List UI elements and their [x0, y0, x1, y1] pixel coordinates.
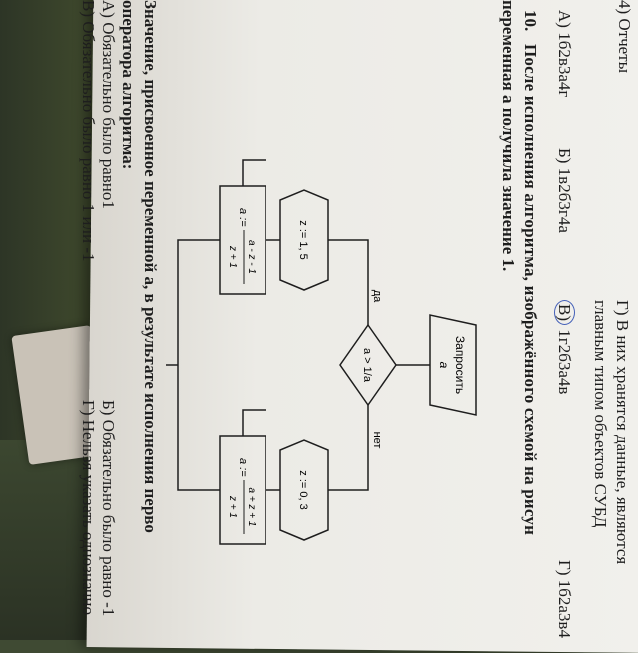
- page-content: 4) Отчеты Г) В них хранятся данные, явля…: [78, 0, 638, 640]
- condition-diamond: [339, 323, 397, 407]
- prev-answer-v-text: 1г2б3а4в: [555, 325, 574, 395]
- prompt-line2: оператора алгоритма:: [119, 0, 138, 170]
- flowchart-assignments: a := a - z - 1 z + 1 a := a + z + 1 z + …: [166, 159, 266, 545]
- input-label-line1: Запросить: [453, 336, 467, 394]
- condition-label: a > 1/a: [361, 348, 373, 383]
- input-label-line2: a: [437, 362, 451, 369]
- no-label: нет: [371, 432, 383, 449]
- left-assign-denominator: z + 1: [227, 245, 238, 268]
- option-g: Г) Нельзя указать однозначно: [79, 400, 98, 615]
- question-number: 10.: [521, 10, 540, 32]
- input-block: [429, 314, 477, 416]
- right-assign-numerator: a + z + 1: [246, 488, 257, 527]
- option-v: В) Обязательно было равно 1 или -1: [79, 0, 98, 262]
- prev-option-g-line1: Г) В них хранятся данные, являются: [613, 300, 632, 565]
- prev-answer-g: Г) 1б2а3в4: [555, 560, 574, 638]
- yes-label: да: [371, 290, 383, 303]
- question-text-line1: После исполнения алгоритма, изображённог…: [521, 44, 540, 536]
- prompt-line1: Значение, присвоенное переменной a, в ре…: [141, 0, 160, 533]
- left-assign-numerator: a - z - 1: [246, 240, 257, 274]
- left-init-label: z := 1, 5: [297, 220, 309, 259]
- left-assign-lhs: a :=: [237, 208, 249, 227]
- flowchart: Запросить a a > 1/a да нет z := 1, 5 z :…: [266, 189, 477, 541]
- prev-answer-v: В) 1г2б3а4в: [554, 300, 575, 395]
- selected-answer-mark: В): [554, 300, 575, 325]
- right-assign-lhs: a :=: [237, 458, 249, 477]
- left-loop-hexagon: [279, 189, 329, 291]
- right-assign-denominator: z + 1: [227, 495, 238, 518]
- right-init-label: z := 0, 3: [297, 470, 309, 509]
- prev-option-g-line2: главным типом объектов СУБД: [591, 300, 610, 528]
- option-a: А) Обязательно было равно1: [99, 0, 118, 209]
- right-loop-hexagon: [279, 439, 329, 541]
- prev-answer-a: А) 1б2в3а4г: [555, 10, 574, 98]
- prev-answer-b: Б) 1в2б3г4а: [555, 148, 574, 233]
- right-assign-box: [219, 435, 266, 545]
- prev-item-4: 4) Отчеты: [615, 0, 634, 74]
- option-b: Б) Обязательно было равно -1: [99, 400, 118, 617]
- left-assign-box: [219, 185, 266, 295]
- question-text-line2: переменная a получила значение 1.: [499, 0, 518, 272]
